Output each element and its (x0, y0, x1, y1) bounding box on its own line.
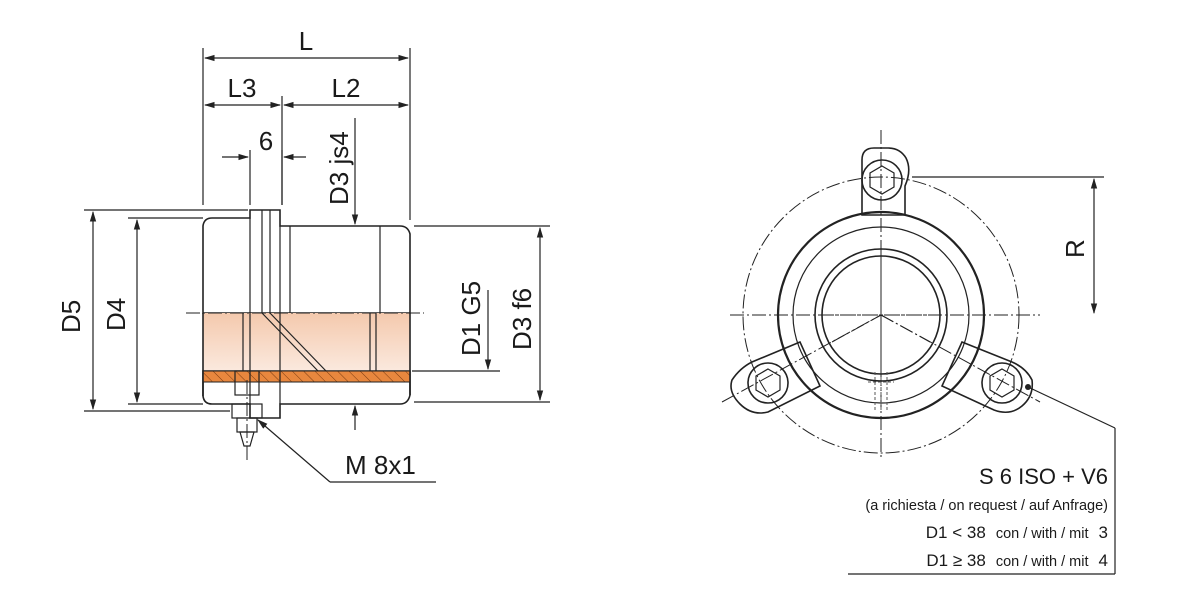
screw-note: S 6 ISO + V6 (a richiesta / on request /… (848, 384, 1116, 575)
dimension-D1-G5: D1 G5 (412, 281, 500, 372)
mounting-lug-left (730, 340, 822, 414)
dimension-D3-js4: D3 js4 (324, 118, 359, 430)
label-L3: L3 (228, 73, 257, 103)
screw-note-subtitle: (a richiesta / on request / auf Anfrage) (865, 498, 1108, 514)
flange-ring (776, 210, 986, 420)
mounting-lug-right (940, 340, 1034, 414)
dimension-R: R (912, 176, 1104, 315)
dimension-D4: D4 (101, 217, 203, 405)
dimension-6: 6 (222, 126, 306, 205)
label-L2: L2 (332, 73, 361, 103)
label-D1-G5: D1 G5 (456, 281, 486, 356)
bronze-liner (814, 248, 948, 382)
label-R: R (1060, 239, 1090, 258)
thread-leader: M 8x1 (257, 419, 436, 483)
screw-note-row1: D1 < 38 con / with / mit 3 (926, 523, 1108, 542)
label-L: L (299, 26, 313, 56)
label-M8x1: M 8x1 (345, 450, 416, 480)
label-D5: D5 (56, 300, 86, 333)
screw-note-title: S 6 ISO + V6 (979, 464, 1108, 489)
row1-text: con / with / mit (996, 526, 1089, 542)
row2-text: con / with / mit (996, 554, 1089, 570)
label-D3-f6: D3 f6 (507, 288, 537, 350)
grease-nipple (231, 370, 263, 462)
row1-cond: D1 < 38 (926, 523, 986, 542)
dimension-D3-f6: D3 f6 (414, 225, 550, 403)
dimension-D5: D5 (56, 209, 248, 412)
label-D4: D4 (101, 298, 131, 331)
side-view: L L3 L2 6 D3 js4 D5 (56, 26, 550, 483)
label-6: 6 (259, 126, 273, 156)
dimension-L: L (202, 26, 411, 220)
screw-note-row2: D1 ≥ 38 con / with / mit 4 (926, 551, 1108, 570)
bushing-body (186, 209, 424, 419)
front-view: R S 6 ISO + V6 (a richiesta / on request… (721, 130, 1116, 575)
row2-num: 4 (1099, 551, 1108, 570)
mounting-lug-top (861, 147, 910, 216)
label-D3-js4: D3 js4 (324, 131, 354, 205)
dimension-L3-L2: L3 L2 (203, 73, 410, 205)
row2-cond: D1 ≥ 38 (926, 551, 985, 570)
row1-num: 3 (1099, 523, 1108, 542)
